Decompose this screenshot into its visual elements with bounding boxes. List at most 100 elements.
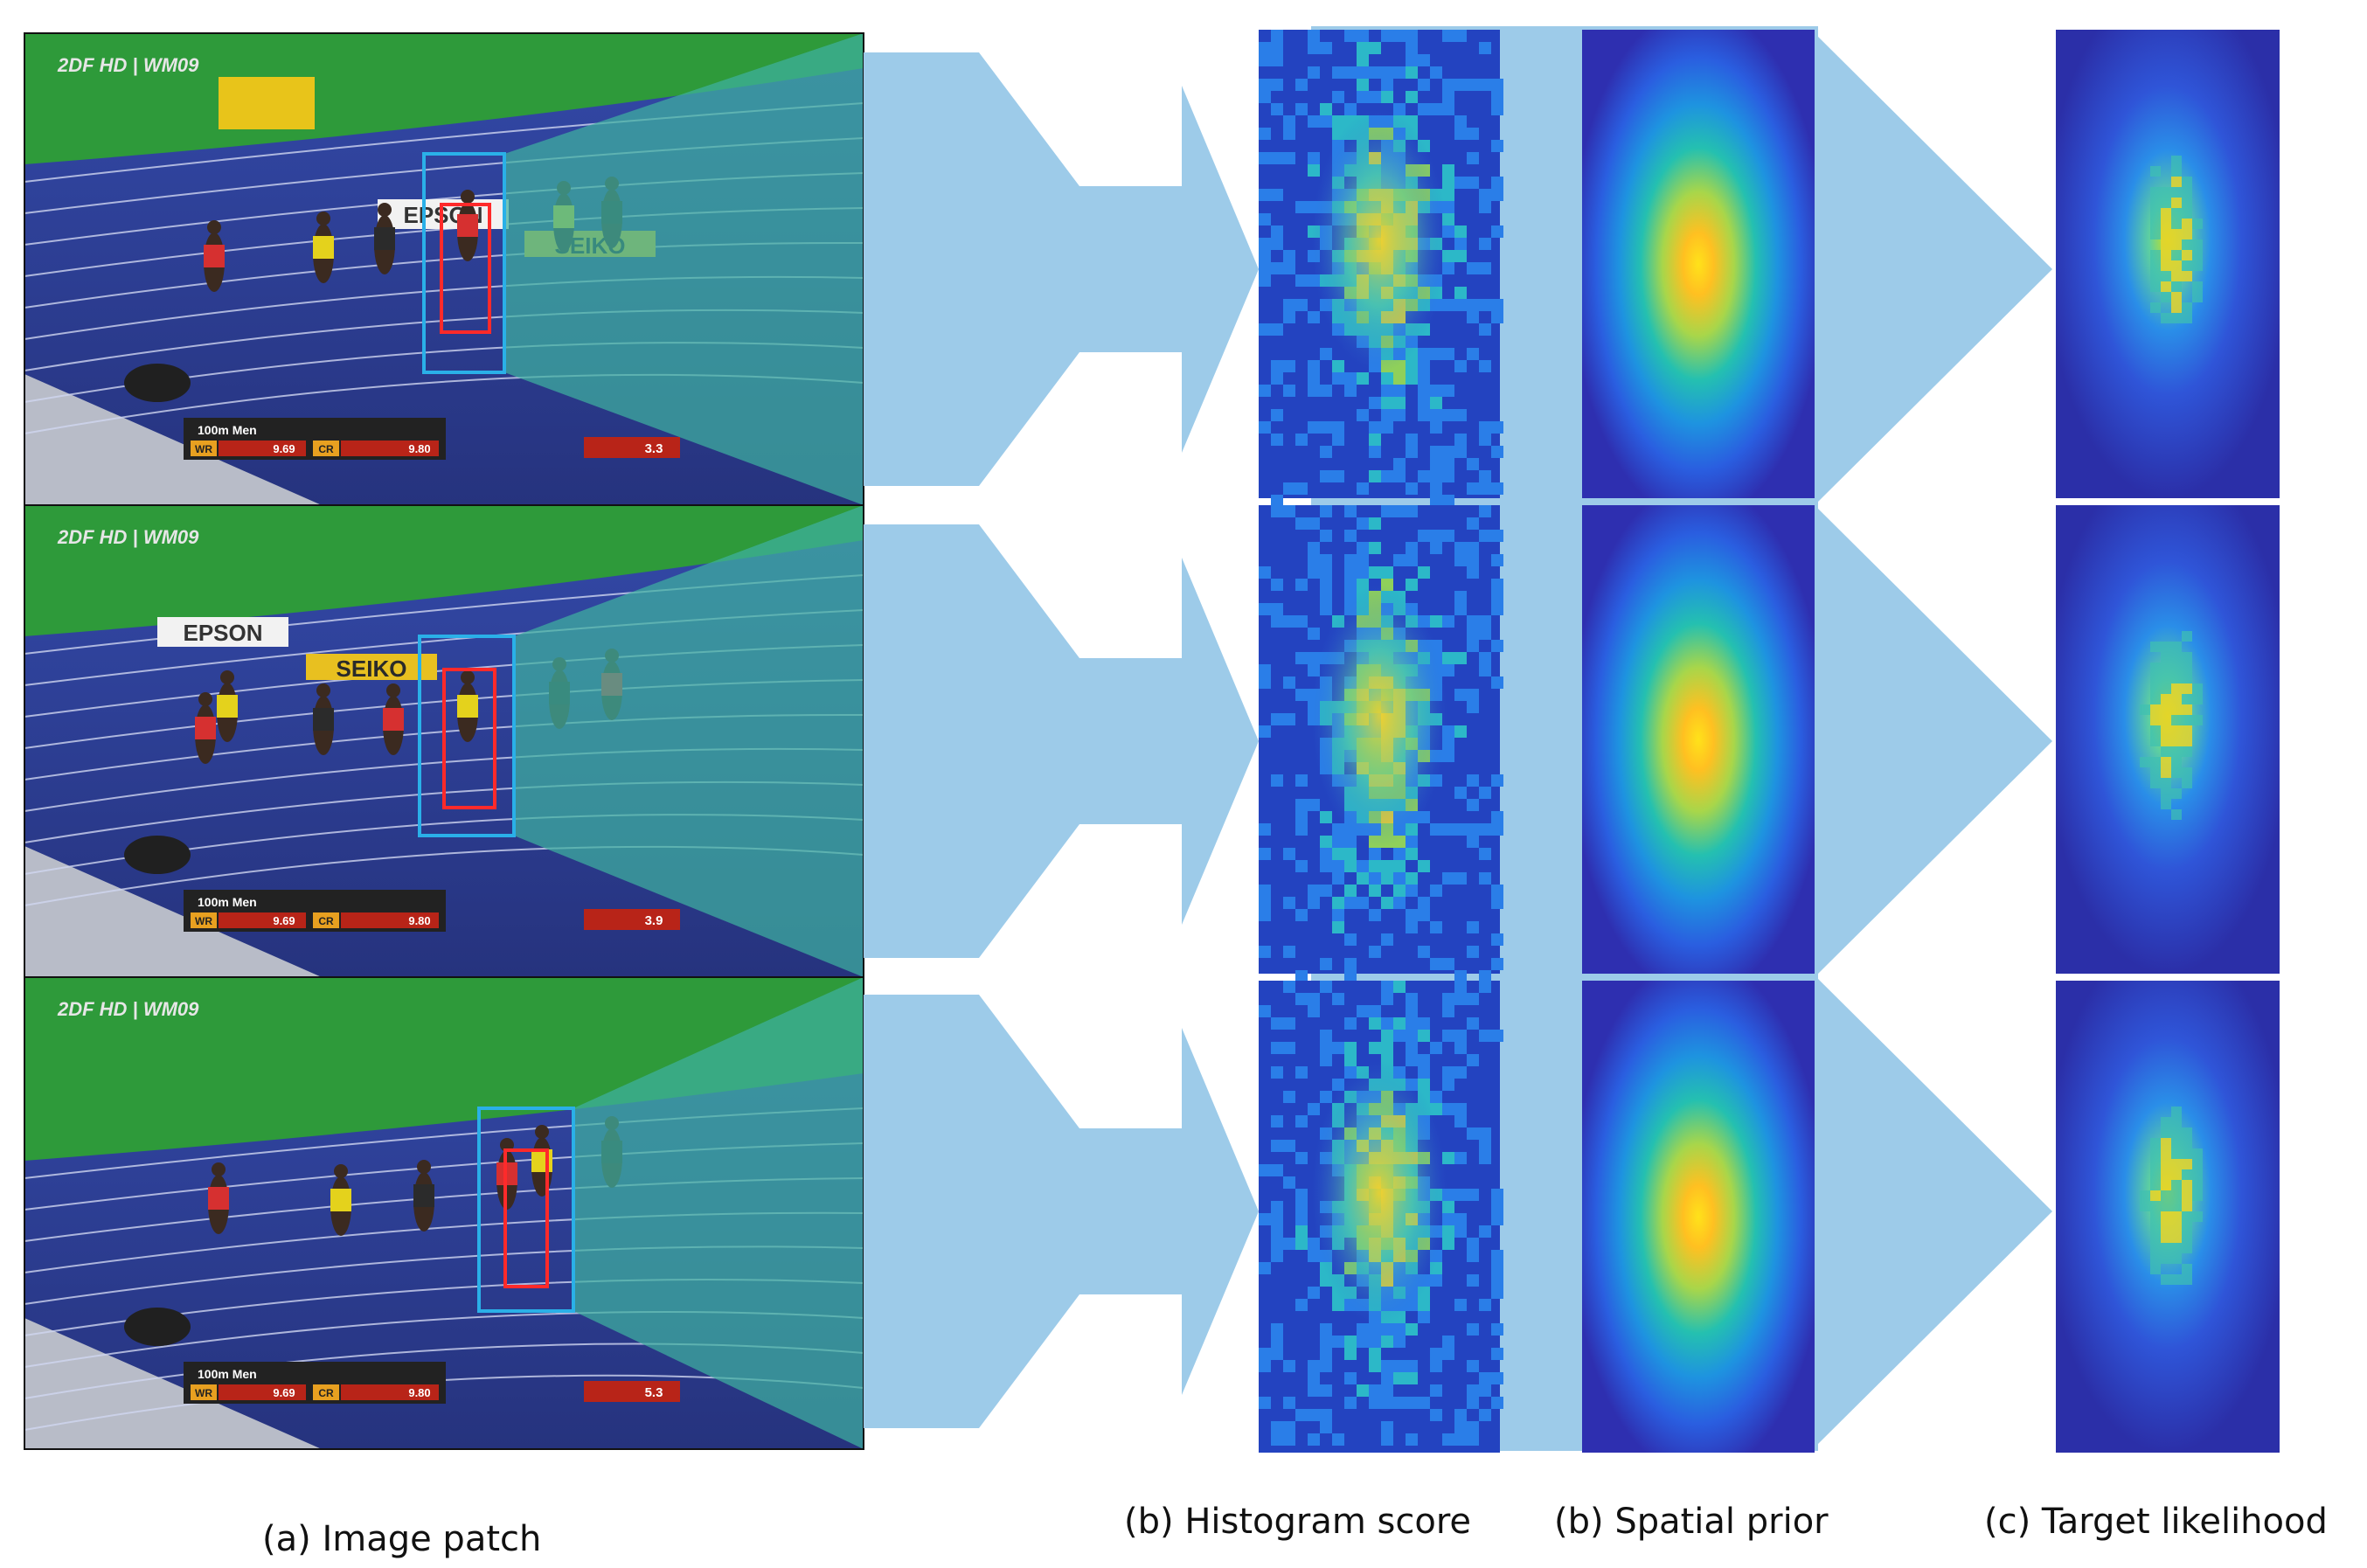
histogram-cell [1430,409,1442,421]
histogram-cell [1295,299,1308,311]
histogram-cell [1406,848,1418,860]
histogram-cell [1491,1250,1503,1262]
histogram-cell [1406,30,1418,42]
histogram-cell [1442,30,1454,42]
likelihood-cell [2171,198,2182,208]
histogram-cell [1479,652,1491,664]
histogram-cell [1308,152,1320,164]
histogram-cell [1467,701,1479,713]
target-likelihood-map-1 [2056,30,2280,498]
likelihood-cell [2182,1159,2192,1169]
histogram-cell [1381,1397,1393,1409]
histogram-cell [1491,299,1503,311]
scoreboard-event: 100m Men [198,423,257,437]
histogram-cell [1454,115,1467,128]
histogram-cell [1430,421,1442,434]
likelihood-cell [2161,1159,2171,1169]
histogram-cell [1259,1005,1271,1017]
histogram-cell [1283,615,1295,628]
histogram-cell [1332,872,1344,885]
wr-time: 9.69 [273,1386,295,1399]
histogram-cell [1430,1360,1442,1372]
likelihood-cell [2161,1243,2171,1253]
histogram-cell [1479,872,1491,885]
histogram-cell [1418,1017,1430,1030]
likelihood-cell [2161,1148,2171,1159]
histogram-cell [1320,446,1332,458]
histogram-cell [1381,566,1393,579]
runner-head [316,683,330,697]
histogram-cell [1442,409,1454,421]
histogram-cell [1295,517,1308,530]
histogram-score-map-1 [1259,30,1503,507]
histogram-cell [1295,1066,1308,1079]
histogram-cell [1442,615,1454,628]
likelihood-cell [2161,1117,2171,1127]
likelihood-cell [2171,1127,2182,1138]
target-likelihood-map-2 [2056,505,2280,974]
histogram-cell [1320,1042,1332,1054]
histogram-cell [1295,103,1308,115]
likelihood-cell [2150,725,2161,736]
histogram-cell [1393,30,1406,42]
histogram-cell [1308,652,1320,664]
histogram-cell [1308,311,1320,323]
histogram-cell [1442,177,1454,189]
histogram-cell [1344,933,1357,946]
histogram-cell [1467,1274,1479,1287]
likelihood-cell [2182,1264,2192,1274]
histogram-cell [1491,225,1503,238]
histogram-cell [1357,1384,1369,1397]
likelihood-cell [2182,271,2192,281]
wr-label: WR [195,443,212,455]
histogram-cell [1406,1030,1418,1042]
histogram-cell [1442,1238,1454,1250]
histogram-cell [1259,323,1271,336]
histogram-cell [1344,860,1357,872]
target-box [442,668,496,809]
histogram-cell [1320,603,1332,615]
histogram-cell [1479,1140,1491,1152]
runner-kit [531,1149,552,1172]
runner-head [386,683,400,697]
histogram-cell [1369,1017,1381,1030]
histogram-cell [1369,42,1381,54]
histogram-cell [1259,91,1271,103]
histogram-cell [1454,238,1467,250]
histogram-cell [1308,115,1320,128]
histogram-cell [1295,274,1308,287]
histogram-cell [1295,1238,1308,1250]
histogram-cell [1479,189,1491,201]
histogram-cell [1454,872,1467,885]
histogram-cell [1320,505,1332,517]
histogram-cell [1283,311,1295,323]
histogram-cell [1259,54,1271,66]
likelihood-cell [2171,1243,2182,1253]
likelihood-cell [2140,757,2150,767]
histogram-cell [1418,385,1430,397]
likelihood-cell [2150,1138,2161,1148]
histogram-cell [1308,385,1320,397]
histogram-cell [1271,495,1283,507]
histogram-cell [1357,54,1369,66]
histogram-cell [1454,689,1467,701]
likelihood-cell [2182,652,2192,663]
histogram-cell [1381,872,1393,885]
histogram-cell [1308,1103,1320,1115]
histogram-cell [1295,482,1308,495]
likelihood-cell [2171,271,2182,281]
histogram-cell [1259,1213,1271,1225]
histogram-cell [1259,566,1271,579]
histogram-cell [1393,66,1406,79]
histogram-cell [1344,372,1357,385]
histogram-cell [1491,1323,1503,1336]
histogram-cell [1467,823,1479,836]
histogram-cell [1418,909,1430,921]
histogram-cell [1406,872,1418,885]
wr-badge [191,1384,217,1400]
histogram-cell [1381,1030,1393,1042]
histogram-cell [1418,1030,1430,1042]
histogram-cell [1283,1017,1295,1030]
histogram-cell [1271,323,1283,336]
elapsed-time: 3.9 [645,913,663,928]
